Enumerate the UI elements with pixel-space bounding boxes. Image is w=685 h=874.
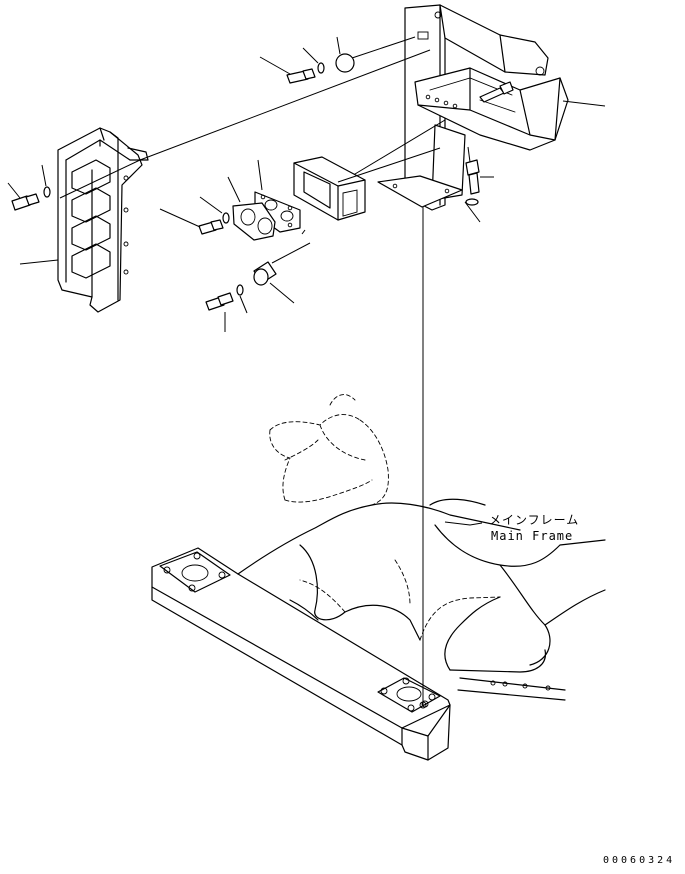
lower-bolt-group xyxy=(205,229,311,332)
plate-gasket xyxy=(227,159,301,241)
leader-bracket xyxy=(562,100,606,107)
right-bolt-group xyxy=(464,146,494,223)
support-box xyxy=(293,147,441,221)
top-bolt-group xyxy=(259,36,416,84)
ladder-handrail xyxy=(19,49,431,313)
main-frame-label-en: Main Frame xyxy=(491,529,574,543)
drawing-number: 00060324 xyxy=(603,855,676,866)
main-frame xyxy=(151,394,606,761)
main-frame-label-jp: メインフレーム xyxy=(489,513,580,527)
step-bracket xyxy=(344,4,569,211)
middle-bolt-group xyxy=(159,196,230,235)
mount-point xyxy=(419,701,427,709)
ladder-bolt-group xyxy=(7,164,51,211)
